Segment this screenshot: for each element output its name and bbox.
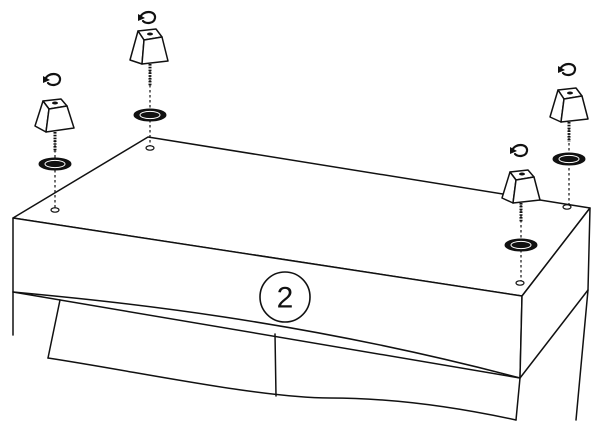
step-number-label: 2 <box>277 282 294 315</box>
mount-holes <box>50 145 572 286</box>
foot-socket-icon <box>519 172 525 176</box>
foot-front-icon <box>45 105 75 133</box>
right-lower-edge <box>575 289 589 421</box>
foot-front-icon <box>141 36 169 65</box>
front-seam-line <box>12 291 521 379</box>
foot-assembly-back-right <box>549 62 589 205</box>
foot-socket-icon <box>147 32 153 36</box>
foot-front-icon <box>512 176 541 204</box>
foot-front-icon <box>560 95 589 123</box>
mount-hole-icon <box>145 145 155 151</box>
lower-front-edge <box>12 291 521 421</box>
rotate-arrow-icon <box>510 143 529 158</box>
mount-hole-icon <box>562 204 572 210</box>
foot-assembly-front-left <box>34 72 75 208</box>
foot-socket-icon <box>52 101 58 105</box>
rotate-arrow-head-icon <box>138 14 145 21</box>
rotate-arrow-head-icon <box>558 66 565 73</box>
rotate-arrow-icon <box>138 10 157 25</box>
mount-hole-icon <box>50 207 60 213</box>
washer-icon <box>552 152 586 166</box>
washer-ring-icon <box>44 159 66 169</box>
washer-icon <box>504 238 538 252</box>
foot-assembly-front-right <box>501 143 541 281</box>
foot-socket-icon <box>567 91 573 95</box>
rotate-arrow-head-icon <box>43 76 50 83</box>
rotate-arrow-head-icon <box>510 147 517 154</box>
step-circle <box>259 271 311 323</box>
washer-icon <box>38 157 72 171</box>
mount-hole-icon <box>515 280 525 286</box>
washer-ring-icon <box>558 154 580 164</box>
washer-ring-icon <box>510 240 532 250</box>
foot-assembly-back-left <box>129 10 169 146</box>
washer-ring-icon <box>139 110 161 120</box>
rotate-arrow-icon <box>558 62 577 77</box>
rotate-arrow-icon <box>43 72 62 87</box>
washer-icon <box>133 108 167 122</box>
bottom-contour <box>47 357 517 421</box>
step-indicator: 2 <box>259 271 311 323</box>
